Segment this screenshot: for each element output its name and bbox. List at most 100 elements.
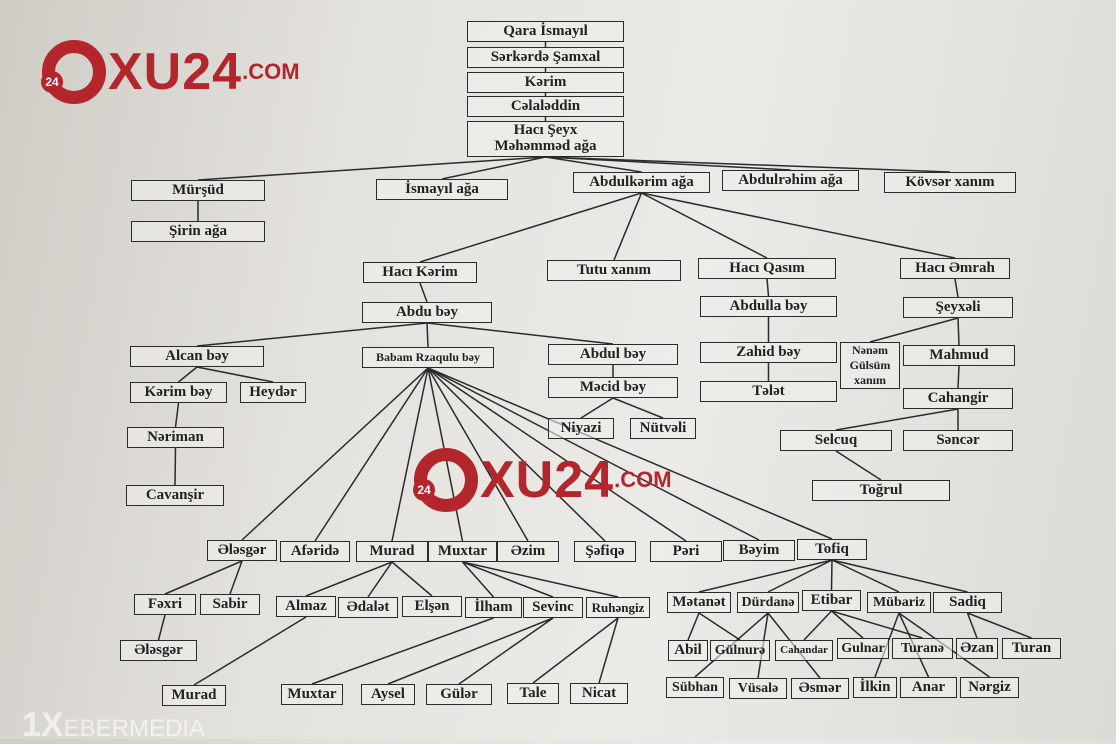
node-label: Nənəm bbox=[852, 343, 888, 357]
node-tale: Tale bbox=[507, 683, 559, 704]
node-haci-qasim: Hacı Qasım bbox=[698, 258, 836, 279]
edge-sadiq-turan bbox=[967, 612, 1032, 639]
edge-abdu-babam bbox=[426, 322, 429, 348]
node-neriman: Nəriman bbox=[127, 427, 224, 448]
node-haci-kerim: Hacı Kərim bbox=[363, 262, 477, 283]
node-togrul: Toğrul bbox=[812, 480, 950, 501]
edge-sevinc-aysel bbox=[387, 617, 554, 685]
node-gulnure: Gülnurə bbox=[710, 640, 770, 661]
node-ilham: İlham bbox=[465, 597, 522, 618]
node-elesger-grandson: Ələsgər bbox=[120, 640, 197, 661]
node-zahid-bey: Zahid bəy bbox=[700, 342, 837, 363]
node-edalet: Ədalət bbox=[338, 597, 398, 618]
node-muxtar-grandson: Muxtar bbox=[281, 684, 343, 705]
edge-babam-ezim bbox=[427, 367, 529, 542]
oxu24-watermark-logo-center: 24 XU24.COM bbox=[413, 448, 672, 512]
edge-kerimbey-neriman bbox=[174, 402, 180, 428]
edge-haci_qasim-abdulla bbox=[766, 278, 770, 297]
node-nergiz: Nərgiz bbox=[960, 677, 1019, 698]
edge-babam-aferide bbox=[314, 367, 429, 542]
node-turan: Turan bbox=[1002, 638, 1061, 659]
node-sefiqe: Şəfiqə bbox=[574, 541, 636, 562]
watermark-text: EBERMEDIA bbox=[63, 715, 205, 742]
node-nutveli: Nütvəli bbox=[630, 418, 696, 439]
node-telet: Tələt bbox=[700, 381, 837, 402]
node-muxtar: Muxtar bbox=[428, 541, 497, 562]
node-serkerde-samxal: Sərkərdə Şamxal bbox=[467, 47, 624, 68]
node-sencer: Səncər bbox=[903, 430, 1013, 451]
node-mursud: Mürşüd bbox=[131, 180, 265, 201]
node-etibar: Etibar bbox=[802, 590, 861, 611]
edge-neriman-cavansir bbox=[174, 447, 177, 486]
edge-ruhengiz-nicat bbox=[598, 617, 619, 684]
node-ezan: Əzan bbox=[956, 638, 998, 659]
edge-haci_seyx-kovser bbox=[545, 156, 951, 173]
node-kerim-bey: Kərim bəy bbox=[130, 382, 227, 403]
edge-tofiq-etibar bbox=[830, 559, 833, 591]
edge-mahmud-cahangir bbox=[957, 365, 960, 389]
node-ruhengiz: Ruhəngiz bbox=[586, 597, 650, 618]
edge-babam-murad bbox=[391, 367, 429, 542]
node-abil: Abil bbox=[668, 640, 708, 661]
edge-etibar-gulnar bbox=[831, 610, 864, 639]
node-aferide: Afəridə bbox=[280, 541, 350, 562]
node-vusale: Vüsalə bbox=[729, 678, 787, 699]
node-mubariz: Mübariz bbox=[867, 592, 931, 613]
edge-muxtar-ilham bbox=[461, 561, 495, 598]
logo-text: XU24 bbox=[480, 451, 615, 509]
edge-murad-edalet bbox=[367, 561, 393, 598]
node-cavansir: Cavanşir bbox=[126, 485, 224, 506]
node-gulnar: Gulnar bbox=[837, 638, 889, 659]
node-ilkin: İlkin bbox=[853, 677, 897, 698]
node-abdulrehim-aga: Abdulrəhim ağa bbox=[722, 170, 859, 191]
node-peri: Pəri bbox=[650, 541, 722, 562]
node-kovser-xanim: Kövsər xanım bbox=[884, 172, 1016, 193]
watermark-mark: 1X bbox=[22, 706, 64, 744]
edge-ilham-muxtar2 bbox=[311, 617, 494, 685]
edge-tofiq-mubariz bbox=[831, 559, 900, 593]
node-sirin-aga: Şirin ağa bbox=[131, 221, 265, 242]
node-mecid-bey: Məcid bəy bbox=[548, 377, 678, 398]
node-selcuq: Selcuq bbox=[780, 430, 892, 451]
edge-fexri-elesger2 bbox=[157, 614, 166, 641]
node-turane: Turanə bbox=[892, 638, 953, 659]
edge-murad-almaz bbox=[305, 561, 393, 597]
edge-babam-tofiq bbox=[427, 367, 833, 540]
node-guler: Gülər bbox=[426, 684, 492, 705]
node-haci-emrah: Hacı Əmrah bbox=[900, 258, 1010, 279]
node-murad-grandson: Murad bbox=[162, 685, 226, 706]
node-celaleddin: Cəlaləddin bbox=[467, 96, 624, 117]
edge-etibar-cahandar bbox=[803, 610, 833, 641]
node-abdu-bey: Abdu bəy bbox=[362, 302, 492, 323]
node-label: xanım bbox=[853, 373, 886, 387]
edge-haci_seyx-abdulkerim bbox=[545, 156, 642, 173]
node-abdulkerim-aga: Abdulkərim ağa bbox=[573, 172, 710, 193]
edge-metanet-abil bbox=[687, 612, 700, 641]
node-nicat: Nicat bbox=[570, 683, 628, 704]
node-seyxeli: Şeyxəli bbox=[903, 297, 1013, 318]
edge-alcan-heyder bbox=[196, 366, 274, 383]
node-babam-rzaqulu-bey: Babam Rzaqulu bəy bbox=[362, 347, 494, 368]
edge-cahangir-selcuq bbox=[835, 408, 959, 431]
node-almaz: Almaz bbox=[276, 596, 336, 617]
node-cahandar: Cahandar bbox=[775, 640, 833, 661]
node-label: Məhəmməd ağa bbox=[494, 138, 597, 154]
logo-suffix: .COM bbox=[614, 467, 672, 492]
edge-abdu-alcan bbox=[196, 322, 428, 347]
edge-sadiq-ezan bbox=[966, 612, 978, 639]
edge-selcuq-togrul bbox=[835, 450, 882, 481]
logo-text: XU24 bbox=[108, 43, 243, 101]
logo-badge: 24 bbox=[413, 479, 435, 501]
edge-seyxeli-nenem bbox=[869, 317, 959, 343]
1xebermedia-watermark: 1XEBERMEDIA bbox=[22, 708, 205, 742]
node-subhan: Sübhan bbox=[666, 677, 724, 698]
node-heyder: Heydər bbox=[240, 382, 306, 403]
edge-ruhengiz-tale bbox=[532, 617, 619, 684]
node-abdul-bey: Abdul bəy bbox=[548, 344, 678, 365]
node-sevinc: Sevinc bbox=[523, 597, 583, 618]
node-ezim: Əzim bbox=[497, 541, 559, 562]
edge-babam-peri bbox=[427, 367, 687, 542]
